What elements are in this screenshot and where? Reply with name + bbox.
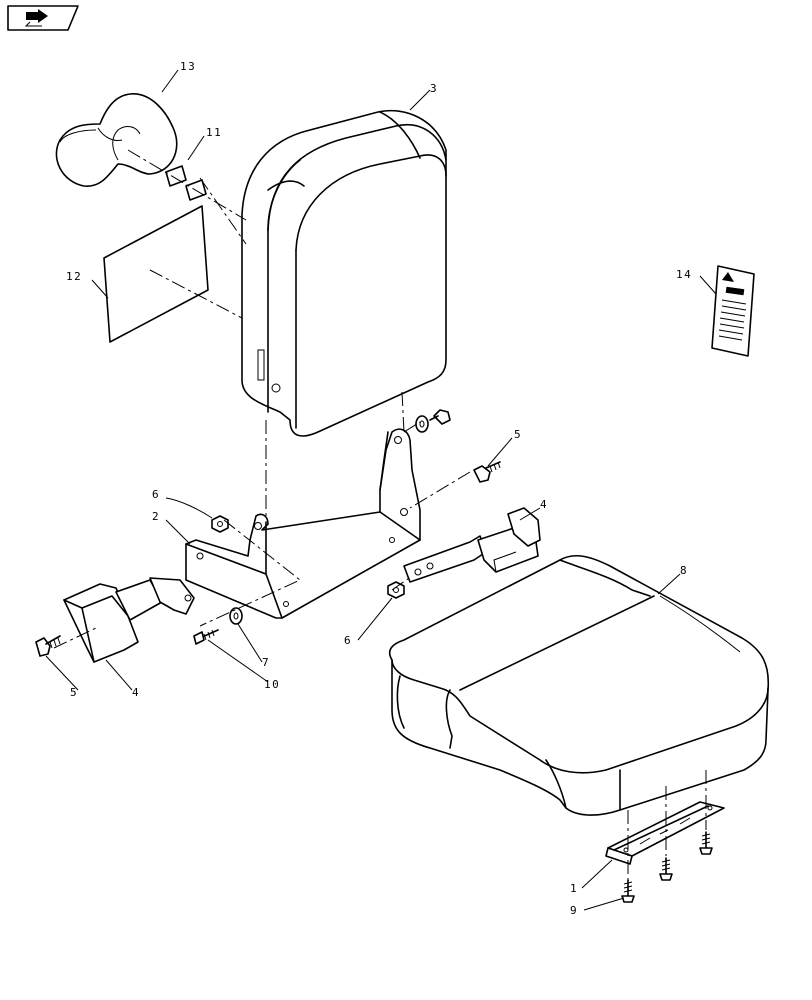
part-14-safety-decal bbox=[711, 265, 755, 357]
part-6-nut-upper bbox=[211, 515, 229, 533]
callout-3: 3 bbox=[430, 82, 438, 95]
callout-13: 13 bbox=[180, 60, 196, 73]
part-5-bolt-lower bbox=[35, 635, 61, 657]
callout-2: 2 bbox=[152, 510, 160, 523]
callout-labels: 13 11 3 12 14 5 6 2 4 8 6 7 10 5 4 1 9 bbox=[66, 60, 692, 917]
next-page-arrow-icon bbox=[24, 9, 48, 27]
part-3-seat-back bbox=[241, 109, 447, 437]
callout-11: 11 bbox=[206, 126, 222, 139]
part-11-decal bbox=[165, 165, 207, 201]
part-6-nut-lower bbox=[387, 581, 405, 599]
part-7-washer bbox=[229, 607, 243, 625]
part-13-holder bbox=[55, 93, 178, 187]
part-8-seat-cushion bbox=[388, 554, 770, 816]
part-4-belt-right bbox=[403, 507, 541, 583]
callout-5-upper: 5 bbox=[514, 428, 522, 441]
callout-7: 7 bbox=[262, 656, 270, 669]
callout-4-left: 4 bbox=[132, 686, 140, 699]
part-4-belt-left bbox=[63, 577, 195, 663]
part-2-bracket bbox=[185, 428, 421, 619]
callout-1: 1 bbox=[570, 882, 578, 895]
callout-14: 14 bbox=[676, 268, 692, 281]
callout-8: 8 bbox=[680, 564, 688, 577]
callout-6-lower: 6 bbox=[344, 634, 352, 647]
part-5-bolt-upper bbox=[473, 461, 501, 483]
callout-10: 10 bbox=[264, 678, 280, 691]
part-9-screw-b bbox=[659, 857, 673, 881]
callout-4-right: 4 bbox=[540, 498, 548, 511]
part-12-card bbox=[103, 205, 209, 343]
callout-6-upper: 6 bbox=[152, 488, 160, 501]
callout-5-lower: 5 bbox=[70, 686, 78, 699]
part-9-screw-a bbox=[621, 879, 635, 903]
leader-lines bbox=[45, 69, 717, 911]
callout-12: 12 bbox=[66, 270, 82, 283]
part-9-screw-c bbox=[699, 831, 713, 855]
assembly-center-lines bbox=[53, 149, 707, 880]
part-10-screw bbox=[193, 629, 219, 645]
upper-washer-bolt bbox=[415, 409, 451, 433]
next-page-button[interactable] bbox=[7, 5, 79, 31]
callout-9: 9 bbox=[570, 904, 578, 917]
